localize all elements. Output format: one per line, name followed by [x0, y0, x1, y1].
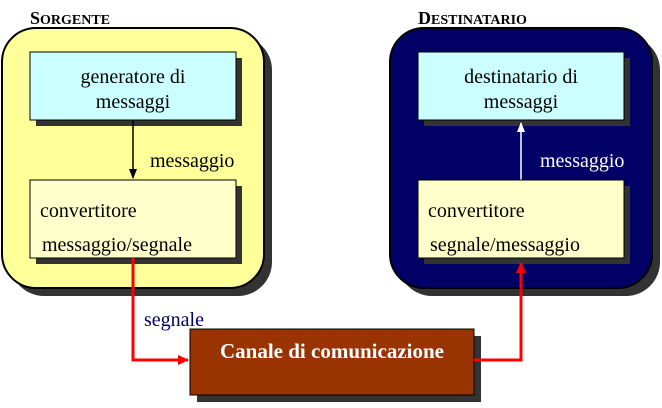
source-converter-label-line2: messaggio/segnale	[42, 234, 192, 256]
channel-box: Canale di comunicazione	[189, 328, 481, 402]
source-converter-box: convertitore messaggio/segnale	[29, 179, 242, 264]
generator-label-line1: generatore di	[81, 66, 186, 88]
generator-box-background	[29, 51, 237, 121]
signal-arrow-to-channel	[131, 258, 189, 365]
receiver-label-line2: messaggi	[484, 91, 559, 113]
destination-converter-box: convertitore segnale/messaggio	[417, 179, 630, 264]
destination-message-label: messaggio	[540, 150, 624, 172]
destination-converter-label-line1: convertitore	[428, 200, 525, 222]
signal-label: segnale	[144, 309, 204, 331]
channel-label: Canale di comunicazione	[220, 339, 444, 363]
source-converter-label-line1: convertitore	[40, 200, 137, 222]
channel-box-background	[189, 328, 475, 396]
generator-box: generatore di messaggi	[29, 51, 242, 126]
destination-converter-background	[417, 179, 625, 259]
destination-title: DESTINATARIO	[418, 8, 527, 28]
destination-converter-label-line2: segnale/messaggio	[430, 234, 580, 256]
signal-arrow-to-destination	[474, 262, 526, 362]
receiver-box-background	[417, 51, 625, 121]
source-title: SORGENTE	[30, 8, 110, 28]
source-message-label: messaggio	[150, 150, 234, 172]
receiver-box: destinatario di messaggi	[417, 51, 630, 126]
receiver-label-line1: destinatario di	[464, 66, 578, 88]
generator-label-line2: messaggi	[96, 91, 171, 113]
source-converter-background	[29, 179, 237, 259]
